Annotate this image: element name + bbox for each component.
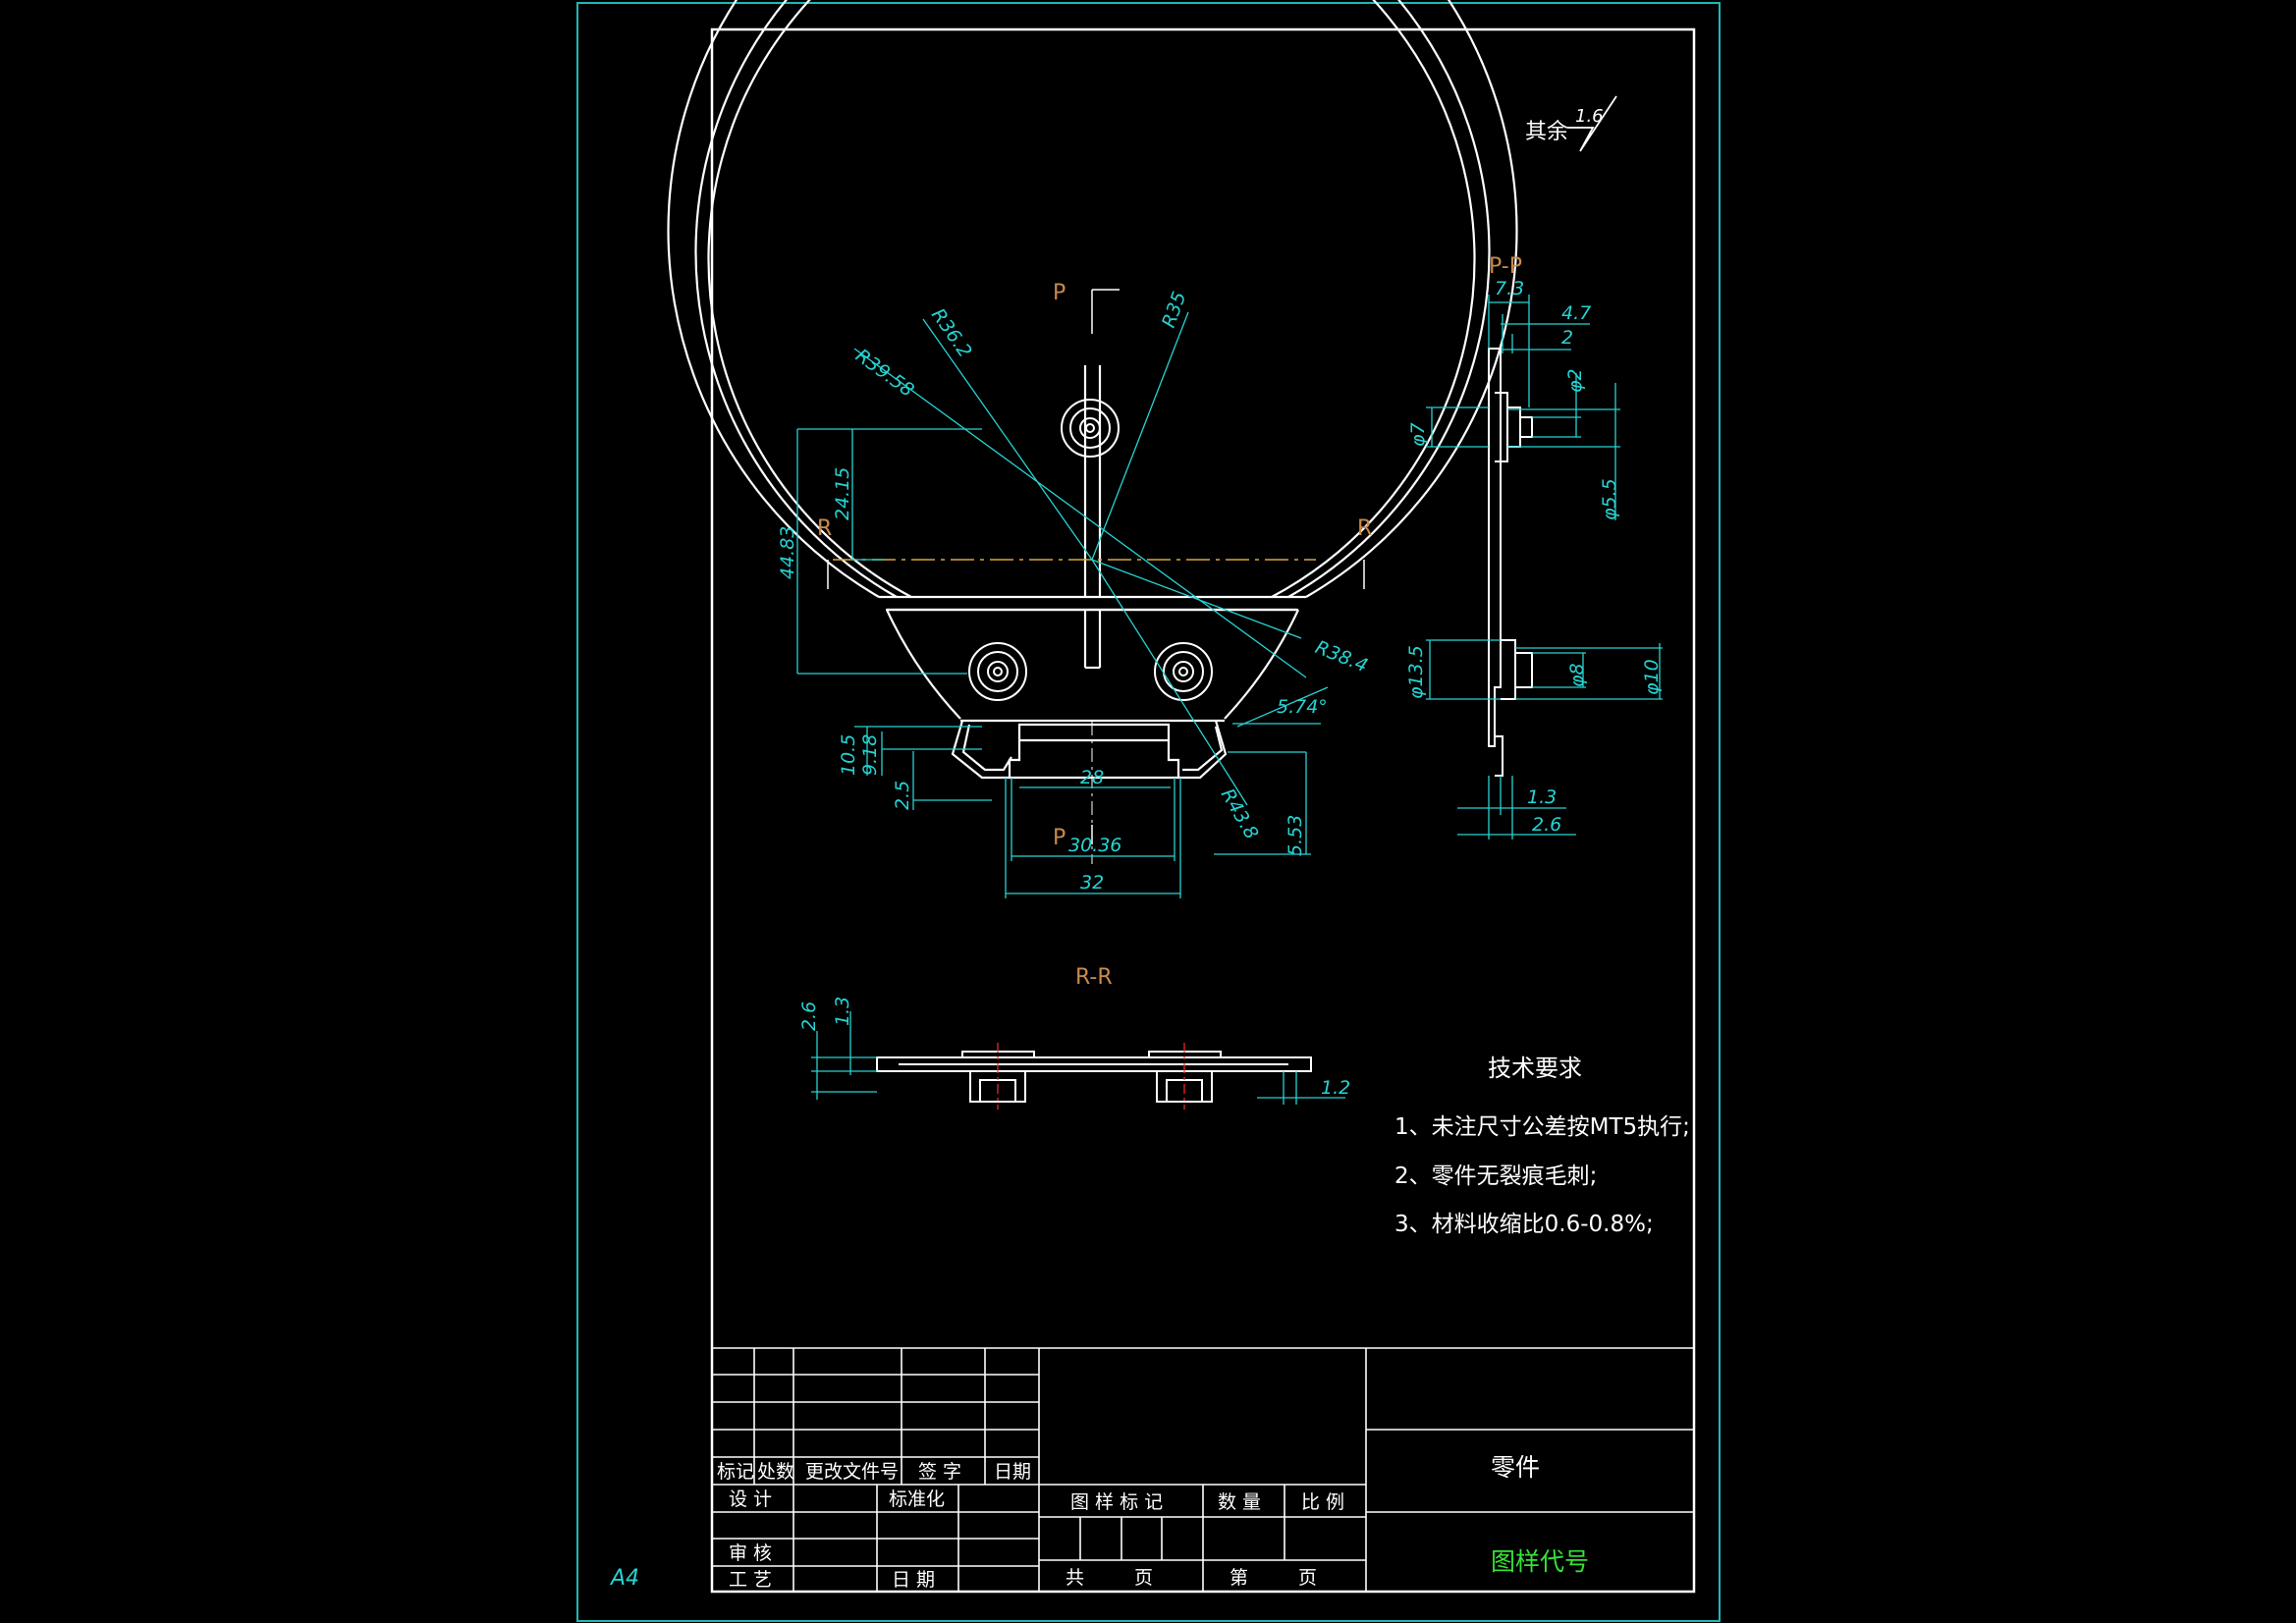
section-mark-r-left: R	[817, 516, 832, 541]
dim-phi10: φ10	[1641, 659, 1663, 695]
dim-5-74-deg: 5.74°	[1277, 696, 1328, 718]
section-arrows	[827, 289, 1365, 844]
tb-total: 共	[1066, 1567, 1084, 1589]
dim-2: 2	[1561, 327, 1573, 349]
section-pp-dimension-lines	[1426, 295, 1663, 839]
dim-7-3: 7.3	[1495, 278, 1524, 299]
dim-5-53: 5.53	[1285, 815, 1306, 856]
dim-1-3-rr: 1.3	[832, 997, 853, 1026]
outer-sheet-border	[576, 2, 1721, 1622]
tb-drawing-mark: 图 样 标 记	[1070, 1491, 1163, 1513]
dim-10-5: 10.5	[838, 734, 859, 776]
roughness-symbol: 其余 1.6	[1525, 95, 1617, 152]
section-mark-r-right: R	[1357, 516, 1372, 541]
tb-header-date: 日期	[994, 1461, 1031, 1483]
tb-standardization: 标准化	[889, 1488, 945, 1510]
tb-page: 页	[1134, 1567, 1153, 1589]
section-mark-p-bottom: P	[1053, 826, 1066, 850]
sheet-size-label: A4	[609, 1566, 639, 1591]
section-pp-body	[1488, 348, 1533, 777]
tb-process: 工 艺	[729, 1569, 772, 1591]
dim-2-6-pp: 2.6	[1532, 814, 1561, 836]
dim-phi13-5: φ13.5	[1405, 645, 1427, 699]
roughness-value: 1.6	[1575, 106, 1604, 127]
dim-2-6-rr: 2.6	[798, 1001, 820, 1031]
section-pp-title: P-P	[1489, 254, 1522, 279]
dim-4-7: 4.7	[1561, 302, 1591, 324]
dim-1-3-pp: 1.3	[1527, 786, 1557, 808]
tb-header-mark: 标记	[717, 1461, 754, 1483]
tb-sheet-no: 第	[1230, 1567, 1248, 1589]
section-rr-axes	[997, 1043, 1185, 1109]
dim-phi5-5: φ5.5	[1599, 478, 1620, 520]
radius-leaders	[853, 311, 1329, 806]
dim-2-5: 2.5	[892, 781, 913, 810]
section-rr-dimension-lines	[811, 1011, 1345, 1105]
section-rr-title: R-R	[1075, 965, 1113, 990]
boss-left	[968, 642, 1027, 701]
dim-28: 28	[1080, 767, 1104, 788]
dim-30-36: 30.36	[1068, 835, 1121, 856]
dim-phi8: φ8	[1566, 663, 1588, 687]
tb-drawing-no: 图样代号	[1491, 1547, 1589, 1576]
tech-req-item-3: 3、材料收缩比0.6-0.8%;	[1394, 1212, 1654, 1237]
dim-1-2-rr: 1.2	[1321, 1077, 1350, 1099]
boss-right	[1154, 642, 1213, 701]
tb-sheet-page: 页	[1298, 1567, 1317, 1589]
dim-phi7: φ7	[1407, 422, 1429, 447]
section-mark-p-top: P	[1053, 281, 1066, 305]
tb-part-name: 零件	[1491, 1453, 1540, 1482]
tb-design: 设 计	[729, 1488, 772, 1510]
dim-44-83: 44.83	[777, 526, 798, 579]
dim-9-18: 9.18	[859, 734, 881, 776]
title-block: 标记 处数 更改文件号 签 字 日期 设 计 标准化 审 核 工 艺 日 期 图…	[712, 1347, 1694, 1592]
section-pp-view: P-P	[1405, 254, 1663, 839]
tb-header-change-doc: 更改文件号	[805, 1461, 899, 1483]
tech-req-item-1: 1、未注尺寸公差按MT5执行;	[1394, 1114, 1690, 1140]
tech-req-title: 技术要求	[1488, 1055, 1582, 1082]
technical-requirements: 技术要求 1、未注尺寸公差按MT5执行; 2、零件无裂痕毛刺; 3、材料收缩比0…	[1394, 1055, 1690, 1237]
tech-req-item-2: 2、零件无裂痕毛刺;	[1394, 1163, 1597, 1189]
tb-review: 审 核	[729, 1542, 772, 1564]
boss-top	[1061, 399, 1120, 458]
part-outline	[667, 0, 1518, 780]
tb-header-signature: 签 字	[918, 1461, 961, 1483]
dim-phi2: φ2	[1564, 368, 1586, 393]
tb-scale: 比 例	[1301, 1491, 1344, 1513]
roughness-label: 其余	[1525, 120, 1568, 144]
tb-quantity: 数 量	[1218, 1491, 1261, 1513]
dim-24-15: 24.15	[832, 467, 853, 520]
section-rr-view: R-R 2.6 1.3 1.2	[798, 965, 1350, 1109]
tb-header-count: 处数	[757, 1461, 794, 1483]
tb-date: 日 期	[892, 1569, 935, 1591]
main-dimension-lines	[796, 428, 1321, 898]
dim-32: 32	[1080, 872, 1104, 893]
